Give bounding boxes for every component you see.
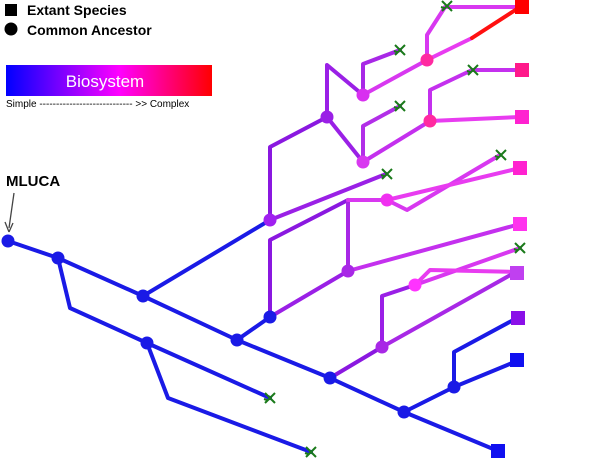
legend-extant-label: Extant Species xyxy=(27,2,127,18)
root-label: MLUCA xyxy=(6,173,60,190)
common-ancestor-node xyxy=(375,340,389,354)
extinction-marks xyxy=(263,0,526,458)
branch-a-lower xyxy=(325,115,365,164)
branch-a-right-tip xyxy=(428,115,522,123)
branch-lower-extinct xyxy=(145,341,313,454)
ancestor-nodes xyxy=(1,53,461,419)
common-ancestor-node xyxy=(356,88,370,102)
extinction-cross-icon xyxy=(513,242,526,254)
branch-upper-extinct xyxy=(56,256,272,400)
branch-backbone xyxy=(6,239,500,453)
extinction-cross-icon xyxy=(440,0,453,12)
extinction-cross-icon xyxy=(393,100,406,112)
extant-species-square-icon xyxy=(5,4,17,16)
branch-c-extinct xyxy=(413,246,522,287)
branch-b-trunk xyxy=(268,198,350,319)
extinction-cross-icon xyxy=(304,446,317,458)
branch-a-trunk xyxy=(268,115,329,222)
common-ancestor-node xyxy=(356,155,370,169)
branch-to-tip-violet xyxy=(402,316,519,414)
branch-a-extinct-3 xyxy=(268,172,388,222)
root-arrow-head-icon xyxy=(4,221,14,233)
branch-a-extinct-2 xyxy=(361,104,402,164)
extinction-cross-icon xyxy=(263,392,276,404)
extant-species-tip xyxy=(513,161,527,175)
extinction-cross-icon xyxy=(380,168,393,180)
extinction-cross-icon xyxy=(494,149,507,161)
branch-b-upper xyxy=(346,153,502,212)
scale-caption: Simple ---------------------------- >> C… xyxy=(6,99,189,110)
common-ancestor-node xyxy=(447,380,461,394)
extant-species-tip xyxy=(491,444,505,458)
branch-a-top xyxy=(361,5,522,97)
extinction-cross-icon xyxy=(393,44,406,56)
extant-species-tip xyxy=(513,217,527,231)
branch-stem-b xyxy=(235,315,272,342)
common-ancestor-node xyxy=(323,371,337,385)
common-ancestor-circle-icon xyxy=(4,22,18,36)
branch-stem-a xyxy=(141,218,272,298)
legend: Extant Species Common Ancestor xyxy=(4,2,152,38)
common-ancestor-node xyxy=(263,310,277,324)
extant-species-tip xyxy=(510,266,524,280)
branch-c-tip xyxy=(413,268,520,287)
extant-species-tip xyxy=(515,0,529,14)
branch-c-trunk xyxy=(380,283,417,349)
common-ancestor-node xyxy=(263,213,277,227)
branch-b-join xyxy=(268,269,350,319)
branch-b-tip xyxy=(385,166,522,202)
branch-a-mid xyxy=(425,36,474,62)
extinction-cross-icon xyxy=(466,64,479,76)
legend-ancestor-label: Common Ancestor xyxy=(27,22,152,38)
branch-a-upper xyxy=(325,63,365,119)
complexity-scale: Biosystem Simple -----------------------… xyxy=(6,65,212,110)
branch-to-tip-blue xyxy=(452,359,519,389)
common-ancestor-node xyxy=(1,234,15,248)
branch-b-lower xyxy=(346,222,522,273)
common-ancestor-node xyxy=(320,110,334,124)
extant-species-tip xyxy=(511,311,525,325)
root-annotation: MLUCA xyxy=(4,173,60,233)
common-ancestor-node xyxy=(140,336,154,350)
branch-a-red-tip xyxy=(470,5,522,40)
extant-species-tip xyxy=(515,110,529,124)
common-ancestor-node xyxy=(380,193,394,207)
scale-gradient-bar xyxy=(6,65,212,96)
branch-c-lower xyxy=(380,271,516,349)
extant-tips xyxy=(491,0,529,458)
common-ancestor-node xyxy=(136,289,150,303)
common-ancestor-node xyxy=(408,278,422,292)
branch-a-extinct-1 xyxy=(361,48,402,97)
common-ancestor-node xyxy=(397,405,411,419)
extant-species-tip xyxy=(510,353,524,367)
common-ancestor-node xyxy=(230,333,244,347)
common-ancestor-node xyxy=(341,264,355,278)
common-ancestor-node xyxy=(420,53,434,67)
common-ancestor-node xyxy=(423,114,437,128)
branch-backbone-mid xyxy=(328,345,384,380)
common-ancestor-node xyxy=(51,251,65,265)
scale-title: Biosystem xyxy=(66,72,144,91)
branch-a-right xyxy=(361,68,522,164)
extant-species-tip xyxy=(515,63,529,77)
root-arrow-shaft xyxy=(8,192,15,229)
